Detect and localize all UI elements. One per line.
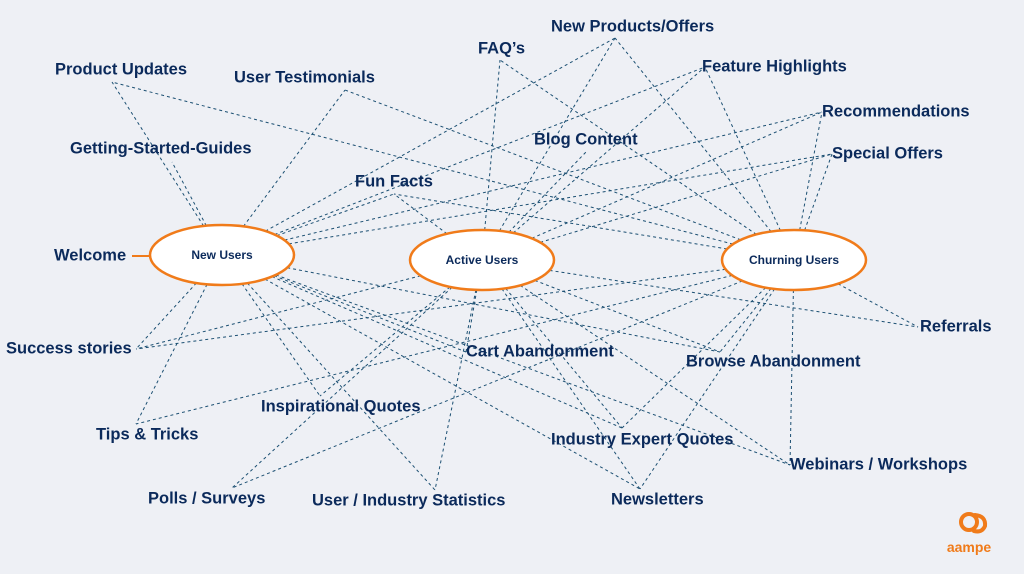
connection-line	[531, 111, 823, 239]
topic-cart-abandonment: Cart Abandonment	[466, 342, 614, 360]
connection-line	[484, 59, 501, 231]
topic-success-stories: Success stories	[6, 339, 132, 357]
hub-churning-users[interactable]: Churning Users	[720, 228, 868, 292]
connection-line	[498, 37, 616, 232]
connection-line	[344, 89, 741, 241]
topic-new-products-offers: New Products/Offers	[551, 17, 714, 35]
connection-line	[434, 289, 477, 491]
topic-user-industry-statistics: User / Industry Statistics	[312, 491, 505, 509]
content-topics: New Products/Offers FAQ’s Product Update…	[6, 17, 992, 509]
connection-line	[274, 66, 706, 235]
hub-ellipse	[408, 228, 556, 292]
connection-line	[465, 289, 478, 353]
connection-line	[111, 81, 734, 245]
topic-browse-abandonment: Browse Abandonment	[686, 352, 861, 370]
connection-line	[242, 89, 346, 227]
topic-getting-started-guides: Getting-Started-Guides	[70, 139, 252, 157]
connection-line	[171, 161, 207, 226]
connection-line	[265, 37, 616, 232]
aampe-logo-icon	[959, 512, 988, 534]
connection-line	[135, 284, 208, 425]
brand-logo: aampe	[947, 512, 992, 555]
connection-line	[549, 269, 919, 328]
topic-industry-expert-quotes: Industry Expert Quotes	[551, 430, 733, 448]
connection-line	[241, 283, 321, 397]
topic-blog-content: Blog Content	[534, 130, 638, 148]
hub-active-users[interactable]: Active Users	[408, 228, 556, 292]
connection-line	[135, 274, 733, 425]
topic-fun-facts: Fun Facts	[355, 172, 433, 190]
connection-line	[287, 267, 721, 353]
connection-line	[799, 111, 823, 231]
connection-line	[275, 274, 791, 466]
topic-user-testimonials: User Testimonials	[234, 68, 375, 86]
connection-line	[231, 286, 453, 489]
connection-line	[288, 153, 833, 245]
hub-ellipse	[148, 223, 296, 287]
topic-newsletters: Newsletters	[611, 490, 704, 508]
connection-line	[501, 288, 641, 490]
connection-line	[231, 280, 743, 489]
connection-line	[276, 193, 395, 237]
user-segment-hubs: New Users Active Users Churning Users	[148, 223, 868, 292]
hub-label: New Users	[191, 248, 253, 262]
connection-line	[540, 153, 833, 243]
connection-line	[264, 278, 641, 490]
connection-line	[135, 275, 421, 350]
connection-line	[508, 151, 587, 233]
topic-polls-surveys: Polls / Surveys	[148, 489, 265, 507]
connection-line	[284, 111, 823, 241]
topic-referrals: Referrals	[920, 317, 992, 335]
connection-line	[704, 66, 781, 231]
connection-line	[393, 193, 448, 235]
topic-recommendations: Recommendations	[822, 102, 970, 120]
connection-line	[111, 81, 205, 227]
connection-line	[319, 286, 451, 397]
connection-line	[505, 287, 623, 429]
connection-line	[519, 284, 791, 466]
topic-faqs: FAQ’s	[478, 39, 525, 57]
connection-line	[135, 282, 197, 350]
connection-line	[247, 282, 436, 491]
hub-ellipse	[720, 228, 868, 292]
topic-special-offers: Special Offers	[832, 144, 943, 162]
connection-line	[273, 275, 467, 353]
connection-lines	[111, 37, 919, 491]
hub-label: Churning Users	[749, 253, 839, 267]
topic-inspirational-quotes: Inspirational Quotes	[261, 397, 421, 415]
connection-line	[789, 289, 794, 466]
connection-line	[499, 59, 757, 235]
topic-tips-tricks: Tips & Tricks	[96, 425, 198, 443]
hub-label: Active Users	[446, 253, 519, 267]
topic-welcome: Welcome	[54, 246, 126, 264]
connection-line	[804, 153, 833, 231]
topic-webinars-workshops: Webinars / Workshops	[790, 455, 967, 473]
connection-line	[512, 66, 706, 234]
connection-line	[393, 193, 728, 250]
brand-name: aampe	[947, 539, 992, 555]
connection-line	[719, 288, 772, 353]
hub-new-users[interactable]: New Users	[148, 223, 296, 287]
topic-feature-highlights: Feature Highlights	[702, 57, 847, 75]
topic-product-updates: Product Updates	[55, 60, 187, 78]
connection-line	[639, 288, 776, 490]
